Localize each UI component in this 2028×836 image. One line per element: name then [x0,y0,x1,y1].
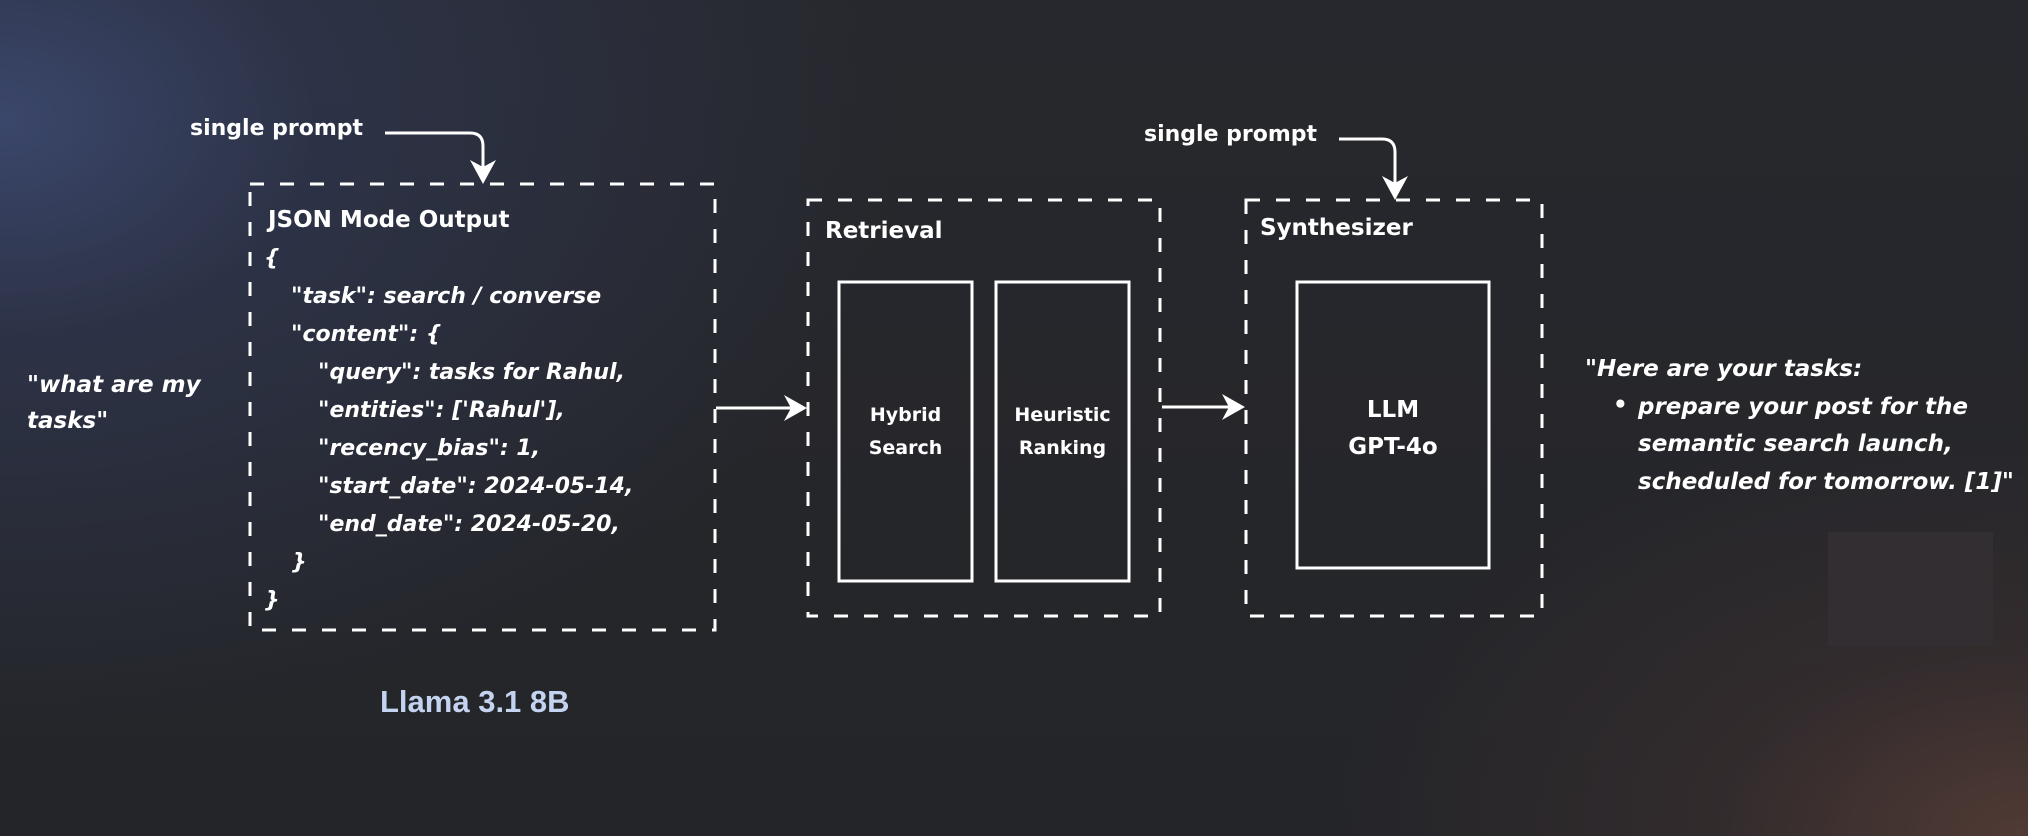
output-item-line-1: prepare your post for the [1638,394,1968,420]
output-item-line-3: scheduled for tomorrow. [1]" [1638,469,2014,495]
json-code-line: } [264,588,280,613]
output-bullet: • [1613,392,1628,418]
flow-arrow-retrieval-to-synth-head [1222,394,1245,420]
output-item-line-2: semantic search launch, [1638,431,1953,457]
json-code-line: "content": { [291,322,442,347]
hybrid-search-label-line-1: Hybrid [869,404,942,426]
retrieval-stage-title: Retrieval [825,218,943,244]
input-query-line-2: tasks" [27,408,109,434]
input-query-line-1: "what are my [27,372,201,398]
synth-stage-title: Synthesizer [1260,215,1413,241]
llm-box [1295,280,1491,570]
prompt-arrow-2-head [1382,176,1408,200]
json-code-line: "entities": ['Rahul'], [318,398,565,423]
json-code-line: "recency_bias": 1, [318,436,541,461]
json-code-line: "end_date": 2024-05-20, [318,512,620,537]
hybrid-search-label-line-2: Search [868,437,943,459]
json-code-line: "task": search / converse [291,284,602,309]
json-code-line: { [264,246,280,271]
background-panel [1828,532,1993,646]
output-heading: "Here are your tasks: [1585,356,1863,382]
llm-label: LLM GPT-4o [1297,392,1489,466]
heuristic-ranking-box [994,280,1131,583]
json-code-line: "start_date": 2024-05-14, [318,474,634,499]
json-code-line: "query": tasks for Rahul, [318,360,625,385]
prompt-label-2: single prompt [1144,122,1318,147]
heuristic-ranking-label-line-2: Ranking [1018,437,1107,459]
prompt-label-1: single prompt [190,116,364,141]
prompt-arrow-1 [385,131,485,168]
json-stage-model-label: Llama 3.1 8B [380,684,570,719]
retrieval-stage-box [806,198,1162,618]
prompt-arrow-2 [1339,137,1397,184]
json-code-line: } [291,550,307,575]
llm-label-line-1: LLM [1366,397,1420,423]
llm-label-line-2: GPT-4o [1348,434,1438,460]
flow-arrow-json-to-retrieval-head [784,395,807,421]
json-stage-box [248,182,717,632]
json-stage-title: JSON Mode Output [268,207,510,233]
hybrid-search-box [837,280,974,583]
prompt-arrow-1-head [470,160,496,184]
heuristic-ranking-label-line-1: Heuristic [1014,404,1111,426]
